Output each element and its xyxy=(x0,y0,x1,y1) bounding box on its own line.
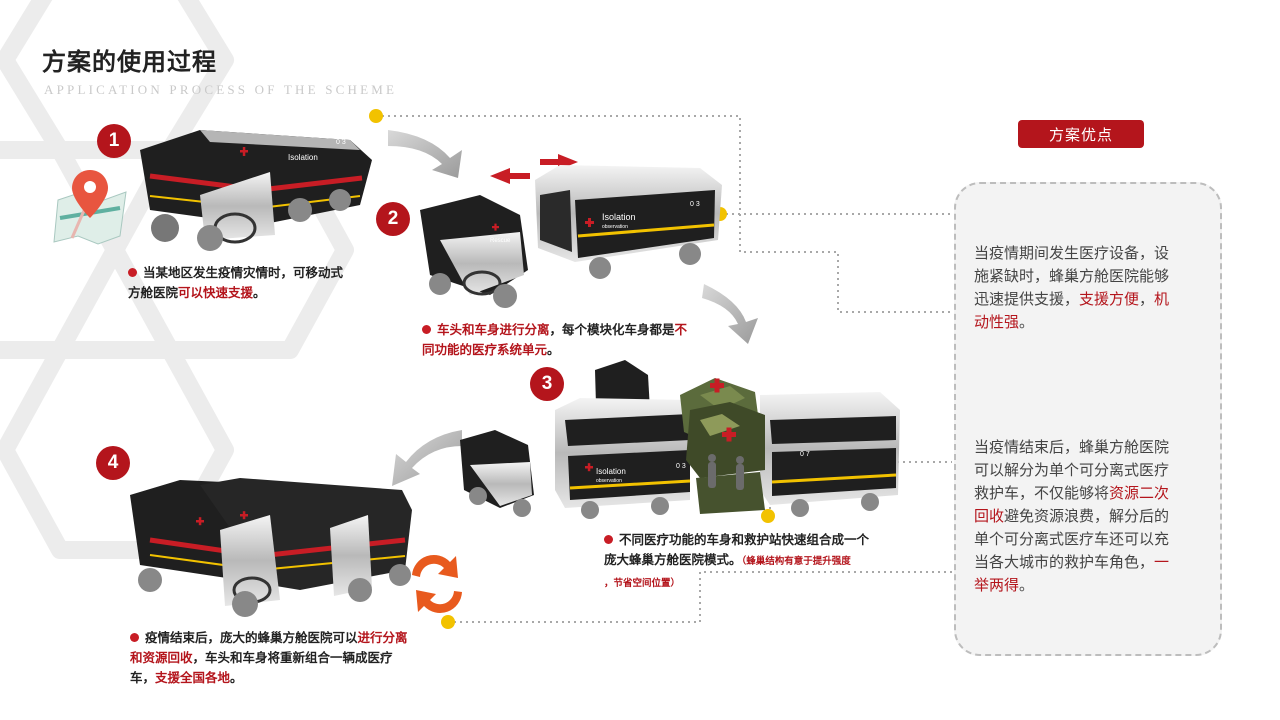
map-location-icon xyxy=(53,170,127,245)
vehicle-number: 0 3 xyxy=(336,139,346,146)
flow-arrow-icon xyxy=(702,284,758,344)
vehicle-label-isolation: Isolation xyxy=(602,212,636,222)
bullet-dot-icon xyxy=(422,325,431,334)
advantages-panel xyxy=(954,182,1222,656)
vehicle-step-2-body: Isolation observation 0 3 xyxy=(535,165,722,279)
vehicle-step-3-hospital: Isolation observation 0 3 0 7 xyxy=(460,360,900,519)
vehicle-label-rescue: Rescue xyxy=(490,238,511,244)
bullet-dot-icon xyxy=(130,633,139,642)
bullet-dot-icon xyxy=(604,535,613,544)
step-1-caption: 当某地区发生疫情灾情时，可移动式 方舱医院可以快速支援。 xyxy=(128,265,344,300)
vehicle-step-1: Isolation 0 3 xyxy=(140,130,372,251)
step-2-caption: 车头和车身进行分离，每个模块化车身都是不 同功能的医疗系统单元。 xyxy=(422,322,688,357)
bullet-dot-icon xyxy=(128,268,137,277)
vehicle-label-observation: observation xyxy=(602,224,628,230)
advantages-title: 方案优点 xyxy=(1018,120,1144,148)
vehicle-label-isolation: Isolation xyxy=(596,467,626,476)
vehicle-number: 0 7 xyxy=(800,451,810,458)
vehicle-step-2-head: Rescue xyxy=(420,195,528,308)
vehicle-number: 0 3 xyxy=(690,201,700,208)
advantage-paragraph-2: 当疫情结束后，蜂巢方舱医院 可以解分为单个可分离式医疗 救护车，不仅能够将资源二… xyxy=(974,438,1170,594)
vehicle-label-observation: observation xyxy=(596,478,622,484)
advantage-paragraph-1: 当疫情期间发生医疗设备，设 施紧缺时，蜂巢方舱医院能够 迅速提供支援，支援方便，… xyxy=(974,244,1170,331)
step-number-3: 3 xyxy=(530,367,564,401)
vehicle-number: 0 3 xyxy=(676,463,686,470)
step-number-1: 1 xyxy=(97,124,131,158)
vehicle-label-isolation: Isolation xyxy=(288,153,318,162)
page-title: 方案的使用过程 xyxy=(42,48,217,76)
flow-arrow-icon xyxy=(388,130,462,178)
recycle-arrows-icon xyxy=(412,555,462,613)
step-number-2: 2 xyxy=(376,202,410,236)
step-number-4: 4 xyxy=(96,446,130,480)
page-subtitle: APPLICATION PROCESS OF THE SCHEME xyxy=(44,82,398,97)
flow-arrow-icon xyxy=(392,430,462,486)
vehicle-step-4 xyxy=(130,478,412,617)
step-4-caption: 疫情结束后，庞大的蜂巢方舱医院可以进行分离 和资源回收，车头和车身将重新组合一辆… xyxy=(130,630,408,685)
step-3-caption: 不同医疗功能的车身和救护站快速组合成一个 庞大蜂巢方舱医院模式。（蜂巢结构有意于… xyxy=(604,532,870,589)
